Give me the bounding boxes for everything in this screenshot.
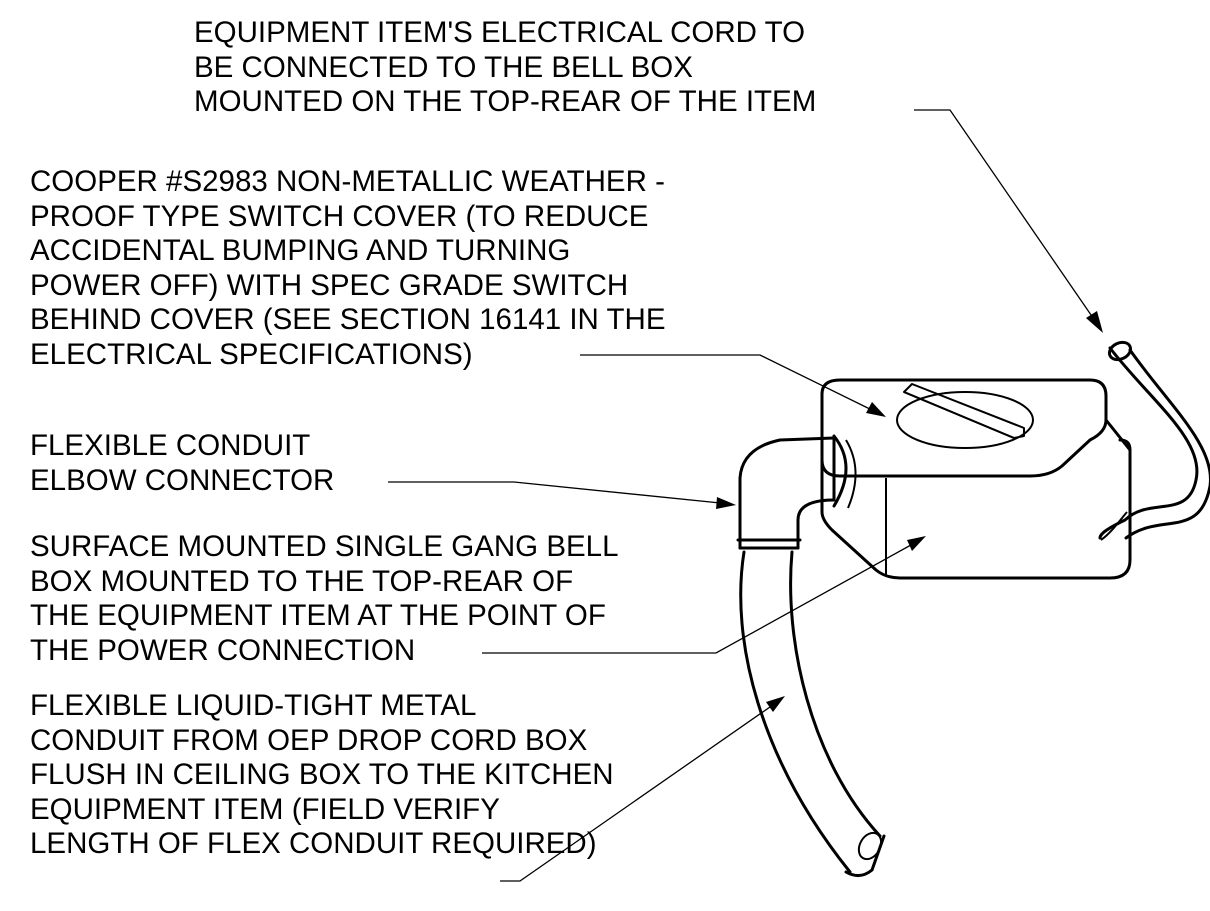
switch-cover-note-line: ELECTRICAL SPECIFICATIONS) xyxy=(30,337,473,371)
switch-cover-note-line: COOPER #S2983 NON-METALLIC WEATHER - xyxy=(30,165,665,198)
conduit-note-line: CONDUIT FROM OEP DROP CORD BOX xyxy=(30,723,588,757)
switch-cover-note-line: PROOF TYPE SWITCH COVER (TO REDUCE xyxy=(30,199,649,233)
cord-note: EQUIPMENT ITEM'S ELECTRICAL CORD TO BE C… xyxy=(194,16,816,120)
conduit-note-line: FLUSH IN CEILING BOX TO THE KITCHEN xyxy=(30,758,614,792)
bell-box-note: SURFACE MOUNTED SINGLE GANG BELL BOX MOU… xyxy=(30,530,619,668)
flex-conduit xyxy=(739,550,886,877)
bell-box-note-line: THE POWER CONNECTION xyxy=(30,633,416,667)
elbow-connector xyxy=(736,434,857,550)
elbow-note: FLEXIBLE CONDUIT ELBOW CONNECTOR xyxy=(30,429,334,498)
conduit-note-line: FLEXIBLE LIQUID-TIGHT METAL xyxy=(30,689,477,722)
bell-box-note-line: SURFACE MOUNTED SINGLE GANG BELL xyxy=(30,530,619,563)
electrical-cord xyxy=(1098,340,1210,541)
conduit-note: FLEXIBLE LIQUID-TIGHT METAL CONDUIT FROM… xyxy=(30,689,614,862)
cord-note-line: EQUIPMENT ITEM'S ELECTRICAL CORD TO xyxy=(194,16,806,49)
elbow-note-line: FLEXIBLE CONDUIT xyxy=(30,429,311,462)
bell-box-note-line: BOX MOUNTED TO THE TOP-REAR OF xyxy=(30,564,574,598)
cord-note-line: BE CONNECTED TO THE BELL BOX xyxy=(194,50,693,84)
elbow-note-line: ELBOW CONNECTOR xyxy=(30,463,335,497)
switch-cover-note: COOPER #S2983 NON-METALLIC WEATHER - PRO… xyxy=(30,165,666,373)
conduit-note-line: EQUIPMENT ITEM (FIELD VERIFY xyxy=(30,792,500,826)
conduit-leader xyxy=(500,696,785,882)
switch-cover-note-line: ACCIDENTAL BUMPING AND TURNING xyxy=(30,234,571,268)
bell-box xyxy=(820,378,1132,580)
switch-cover-note-line: POWER OFF) WITH SPEC GRADE SWITCH xyxy=(30,268,629,302)
switch-cover-leader xyxy=(580,354,886,417)
conduit-note-line: LENGTH OF FLEX CONDUIT REQUIRED) xyxy=(30,827,597,861)
cord-note-line: MOUNTED ON THE TOP-REAR OF THE ITEM xyxy=(194,85,817,119)
bell-box-note-line: THE EQUIPMENT ITEM AT THE POINT OF xyxy=(30,599,606,633)
switch-cover-note-line: BEHIND COVER (SEE SECTION 16141 IN THE xyxy=(30,303,666,337)
bell-box-leader xyxy=(482,536,926,654)
cord-leader xyxy=(914,109,1103,333)
elbow-leader xyxy=(388,481,736,509)
